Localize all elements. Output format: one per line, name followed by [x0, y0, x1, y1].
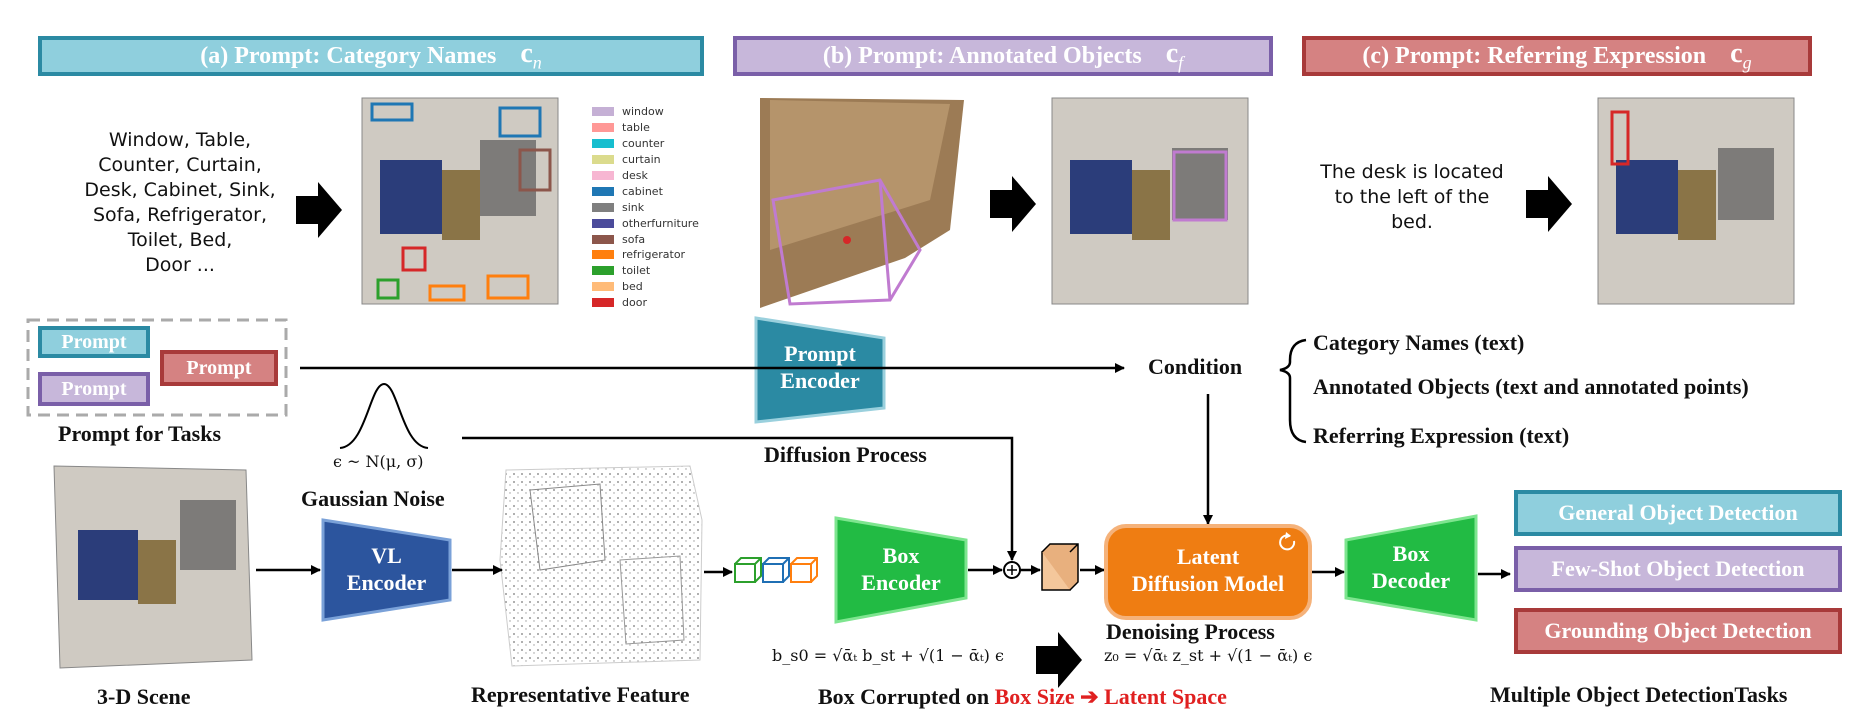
task-general-detection: General Object Detection	[1514, 490, 1842, 536]
task-few-shot-detection: Few-Shot Object Detection	[1514, 546, 1842, 592]
legend-label: door	[622, 296, 647, 310]
legend-item: cabinet	[592, 183, 699, 199]
diffusion-process-label: Diffusion Process	[764, 442, 927, 467]
ldm-shape	[1104, 524, 1312, 620]
legend-item: sink	[592, 199, 699, 215]
legend-swatch	[592, 266, 614, 276]
condition-brace	[1279, 338, 1307, 444]
legend-label: otherfurniture	[622, 216, 699, 230]
box-encoder-shape	[834, 516, 968, 624]
box-formula: b_s0 = √ᾱₜ b_st + √(1 − ᾱₜ) ϵ	[772, 646, 1004, 665]
noise-formula: ϵ ~ N(μ, σ)	[333, 452, 424, 471]
legend-label: sofa	[622, 232, 646, 246]
legend-item: counter	[592, 136, 699, 152]
legend-label: sink	[622, 200, 645, 214]
block-arrow-c	[1526, 176, 1572, 232]
legend-swatch	[592, 250, 614, 260]
scene-thumbnail-input	[53, 465, 253, 669]
legend-item: refrigerator	[592, 247, 699, 263]
legend-swatch	[592, 139, 614, 149]
latent-cube	[1041, 543, 1079, 591]
prompt-encoder-shape	[754, 316, 886, 424]
prompt-box-purple: Prompt	[38, 372, 150, 406]
scene-thumbnail-category	[361, 97, 559, 305]
condition-item-referring: Referring Expression (text)	[1313, 423, 1570, 448]
legend-swatch	[592, 171, 614, 180]
header-a-symbol: cn	[520, 38, 542, 73]
block-arrow-b	[990, 176, 1036, 232]
latent-formula: z₀ = √ᾱₜ z_st + √(1 − ᾱₜ) ϵ	[1104, 646, 1313, 665]
point-cloud-annotated	[760, 98, 964, 308]
condition-item-category: Category Names (text)	[1313, 330, 1525, 355]
legend-swatch	[592, 123, 614, 133]
header-c-label: (c) Prompt: Referring Expression	[1362, 42, 1707, 69]
condition-label: Condition	[1148, 354, 1243, 379]
legend-label: refrigerator	[622, 248, 686, 262]
legend-item: bed	[592, 279, 699, 295]
legend-label: bed	[622, 280, 643, 294]
legend-label: table	[622, 121, 650, 135]
block-arrow-bottom	[1036, 632, 1082, 688]
representative-feature-cloud	[499, 465, 703, 667]
block-arrow-a	[296, 182, 342, 238]
header-category-names: (a) Prompt: Category Names cn	[38, 36, 704, 76]
category-legend: window table counter curtain desk cabinet sink…	[592, 104, 699, 311]
legend-swatch	[592, 282, 614, 292]
legend-swatch	[592, 107, 614, 117]
legend-swatch	[592, 155, 614, 165]
legend-item: table	[592, 120, 699, 136]
wireframe-boxes	[734, 557, 818, 583]
legend-label: window	[622, 105, 664, 119]
header-annotated-objects: (b) Prompt: Annotated Objects cf	[733, 36, 1273, 76]
header-a-label: (a) Prompt: Category Names	[200, 42, 497, 69]
legend-label: toilet	[622, 264, 651, 278]
category-prompt-text: Window, Table, Counter, Curtain, Desk, C…	[84, 129, 276, 276]
task-grounding-detection: Grounding Object Detection	[1514, 608, 1842, 654]
legend-swatch	[592, 218, 614, 228]
gaussian-curve	[339, 382, 429, 449]
legend-swatch	[592, 202, 614, 212]
scene-label: 3-D Scene	[97, 684, 191, 709]
legend-label: desk	[622, 169, 648, 182]
header-b-symbol: cf	[1165, 38, 1184, 73]
prompt-box-red: Prompt	[160, 350, 278, 386]
loop-icon	[1279, 534, 1296, 551]
prompt-tasks-frame	[26, 318, 288, 417]
box-corrupted-caption: Box Corrupted on Box Size ➔ Latent Space	[818, 684, 1227, 709]
gaussian-noise-label: Gaussian Noise	[301, 486, 445, 511]
legend-item: window	[592, 104, 699, 120]
legend-swatch	[592, 298, 614, 308]
denoising-process-label: Denoising Process	[1106, 619, 1275, 644]
vl-encoder-shape	[321, 518, 452, 622]
scene-thumbnail-annotated	[1051, 97, 1249, 305]
prompt-for-tasks-label: Prompt for Tasks	[58, 421, 222, 446]
header-b-label: (b) Prompt: Annotated Objects	[822, 42, 1142, 69]
legend-swatch	[592, 234, 614, 244]
referring-expression-text: The desk is located to the left of the b…	[1320, 161, 1504, 233]
header-c-symbol: cg	[1730, 38, 1752, 73]
prompt-box-teal: Prompt	[38, 326, 150, 358]
condition-item-annotated: Annotated Objects (text and annotated po…	[1313, 374, 1749, 399]
legend-item: toilet	[592, 263, 699, 279]
legend-item: otherfurniture	[592, 215, 699, 231]
legend-item: sofa	[592, 231, 699, 247]
representative-feature-label: Representative Feature	[471, 682, 690, 707]
header-referring-expression: (c) Prompt: Referring Expression cg	[1302, 36, 1812, 76]
legend-item: door	[592, 295, 699, 311]
box-decoder-shape	[1344, 514, 1478, 622]
legend-label: counter	[622, 137, 665, 151]
multiple-tasks-label: Multiple Object DetectionTasks	[1490, 682, 1788, 707]
scene-thumbnail-referring	[1597, 97, 1795, 305]
legend-item: desk	[592, 168, 699, 184]
legend-swatch	[592, 186, 614, 196]
legend-label: curtain	[622, 153, 661, 167]
legend-item: curtain	[592, 152, 699, 168]
legend-label: cabinet	[622, 184, 663, 198]
